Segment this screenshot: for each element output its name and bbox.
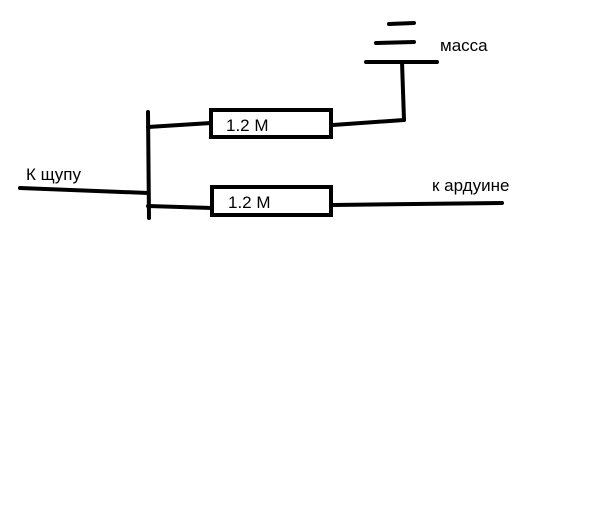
wire-bus-to-r1 xyxy=(146,121,213,129)
junction-bus xyxy=(146,110,151,220)
ground-label: масса xyxy=(440,36,488,55)
wire-r1-to-ground xyxy=(331,118,406,127)
resistor-r2: 1.2 M xyxy=(210,185,333,217)
wire-bus-to-r2 xyxy=(146,204,214,210)
resistor-r2-body xyxy=(210,185,333,217)
resistor-r1-value: 1.2 M xyxy=(226,116,269,135)
resistor-r1-body xyxy=(209,108,333,139)
probe-wire xyxy=(18,186,150,195)
arduino-label: к ардуине xyxy=(432,176,509,195)
arduino-wire xyxy=(331,201,504,207)
ground-plate-medium xyxy=(374,40,416,45)
ground-symbol xyxy=(364,21,439,64)
ground-plate-short xyxy=(387,21,416,26)
probe-label: К щупу xyxy=(26,165,82,184)
resistor-r1: 1.2 M xyxy=(209,108,333,139)
wire-ground-vertical xyxy=(400,60,406,122)
resistor-r2-value: 1.2 M xyxy=(228,193,271,212)
